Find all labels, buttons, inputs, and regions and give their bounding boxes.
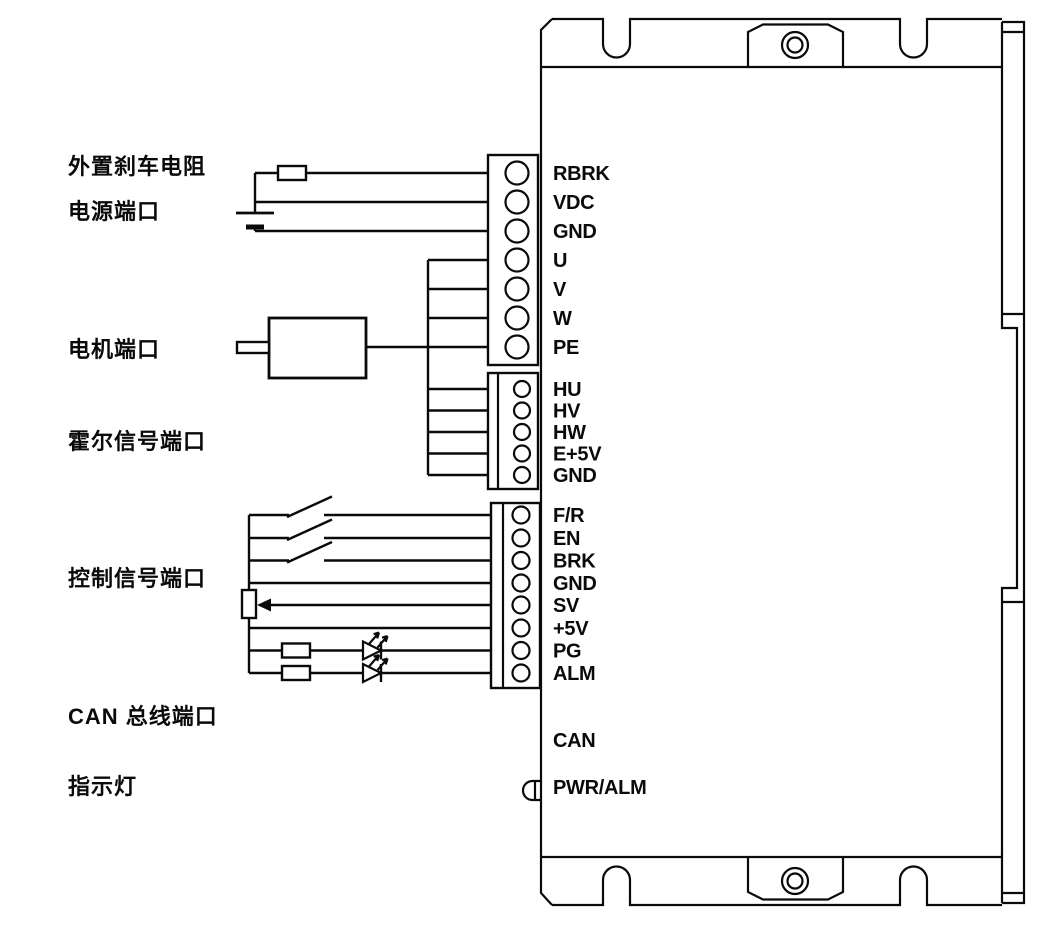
terminal-pin-e5v	[512, 444, 532, 463]
label-hall-port: 霍尔信号端口	[68, 429, 206, 454]
label-motor-port: 电机端口	[68, 337, 160, 362]
terminal-pin-fr	[511, 505, 531, 525]
pin-label-en: EN	[553, 528, 580, 550]
terminal-pin-u	[504, 247, 530, 273]
terminal-pin-vdc	[504, 189, 530, 215]
terminal-pin-hv	[512, 401, 532, 420]
label-power-port: 电源端口	[68, 199, 160, 224]
terminal-pin-pg	[511, 640, 531, 661]
pin-label-hu: HU	[553, 379, 581, 401]
led-symbol-alm	[361, 653, 389, 684]
terminal-pin-hu	[512, 379, 532, 399]
pin-label-vdc: VDC	[553, 192, 594, 214]
driver-bottom-edge	[552, 865, 1002, 907]
terminal-pin-v	[504, 276, 530, 302]
label-can: CAN	[553, 730, 595, 752]
port-labels: 外置刹车电阻 电源端口 电机端口 霍尔信号端口 控制信号端口 CAN 总线端口 …	[68, 154, 218, 799]
resistor-symbol-alm	[280, 664, 312, 682]
pin-label-alm: ALM	[553, 663, 595, 685]
pg-output-branch	[249, 631, 491, 662]
pin-label-v: V	[553, 279, 567, 301]
control-wiring	[240, 495, 491, 684]
label-can-port: CAN 总线端口	[68, 704, 218, 729]
pin-label-brk: BRK	[553, 551, 596, 573]
brake-resistor-symbol	[276, 164, 308, 182]
driver-top-edge	[552, 17, 1002, 59]
switch-symbol-en	[249, 518, 491, 542]
terminal-pin-gnd	[504, 218, 530, 244]
switch-symbol-fr	[249, 495, 491, 519]
pin-label-w: W	[553, 308, 572, 330]
pin-label-hall-gnd: GND	[553, 465, 597, 487]
bottom-mounting-tab	[746, 857, 845, 901]
terminal-pin-hw	[512, 422, 532, 442]
terminal-pin-sv	[511, 595, 531, 615]
label-brake-resistor: 外置刹车电阻	[68, 154, 206, 179]
pin-label-u: U	[553, 250, 567, 272]
motor-shaft	[235, 340, 271, 355]
pin-label-ctl-gnd: GND	[553, 573, 597, 595]
terminal-pin-brk	[511, 550, 531, 571]
motor-wiring	[235, 258, 488, 477]
terminal-pin-ctl-gnd	[511, 573, 531, 593]
top-mounting-tab	[746, 23, 845, 67]
alm-output-branch	[249, 653, 491, 684]
driver-body	[539, 17, 1026, 907]
pin-label-e5v: E+5V	[553, 444, 602, 466]
resistor-symbol-pg	[280, 642, 312, 659]
terminal-pin-w	[504, 305, 530, 331]
terminal-pin-pe	[504, 334, 530, 360]
terminal-pin-alm	[511, 663, 531, 683]
power-wiring	[236, 164, 488, 233]
pin-label-fr: F/R	[553, 505, 585, 527]
terminal-pin-hall-gnd	[512, 465, 532, 485]
power-terminal-block	[486, 153, 540, 367]
label-pwr-alm: PWR/ALM	[553, 777, 646, 799]
wiper-arrow-icon	[257, 598, 271, 612]
right-mounting-rail	[1000, 20, 1026, 905]
indicator-led	[521, 779, 541, 802]
control-terminal-block	[489, 501, 542, 690]
terminal-pin-en	[511, 528, 531, 548]
label-control-port: 控制信号端口	[68, 566, 206, 591]
terminal-pin-5v	[511, 618, 531, 638]
battery-symbol	[236, 211, 274, 230]
pin-label-hv: HV	[553, 401, 581, 423]
motor-symbol	[235, 316, 368, 380]
potentiometer-symbol	[240, 588, 491, 620]
pin-label-5v: +5V	[553, 618, 589, 640]
pin-label-pe: PE	[553, 337, 579, 359]
switch-symbol-brk	[249, 540, 491, 564]
pin-label-rbrk: RBRK	[553, 163, 610, 185]
pin-label-pg: PG	[553, 641, 581, 663]
driver-left-edge	[539, 18, 553, 906]
pin-labels: RBRK VDC GND U V W PE HU HV HW E+5V GND …	[553, 163, 647, 799]
led-symbol-pg	[361, 631, 389, 662]
pin-label-hw: HW	[553, 422, 586, 444]
pin-label-gnd: GND	[553, 221, 597, 243]
pin-label-sv: SV	[553, 595, 580, 617]
terminal-pin-rbrk	[504, 160, 530, 186]
label-indicator: 指示灯	[68, 774, 137, 799]
hall-terminal-block	[486, 371, 540, 491]
